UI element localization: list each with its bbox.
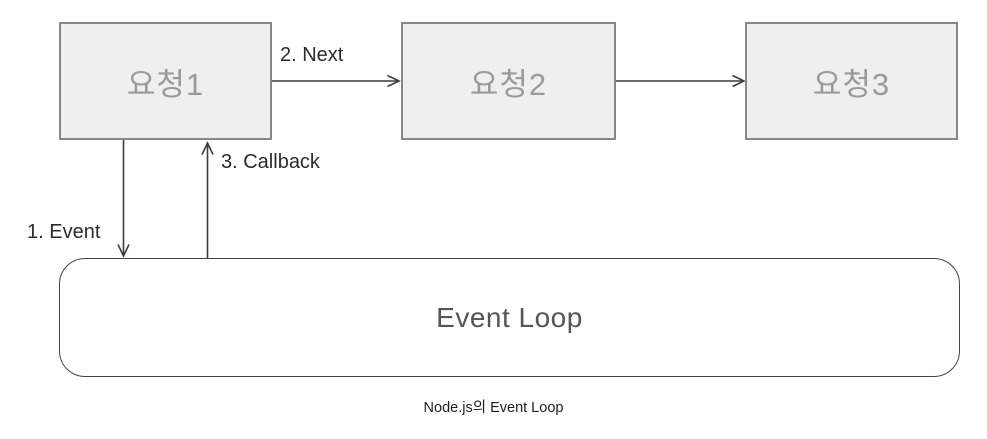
node-request-3-label: 요청3	[812, 66, 891, 102]
diagram-caption: Node.js의 Event Loop	[423, 400, 564, 416]
node-request-1-label: 요청1	[126, 66, 205, 102]
node-request-2: 요청2	[401, 22, 616, 140]
node-request-1: 요청1	[59, 22, 272, 140]
node-request-3: 요청3	[745, 22, 958, 140]
node-event-loop: Event Loop	[59, 258, 960, 377]
label-callback: 3. Callback	[221, 151, 320, 173]
label-event: 1. Event	[27, 221, 101, 243]
node-event-loop-label: Event Loop	[436, 301, 583, 333]
label-next: 2. Next	[280, 44, 344, 66]
node-request-2-label: 요청2	[469, 66, 548, 102]
